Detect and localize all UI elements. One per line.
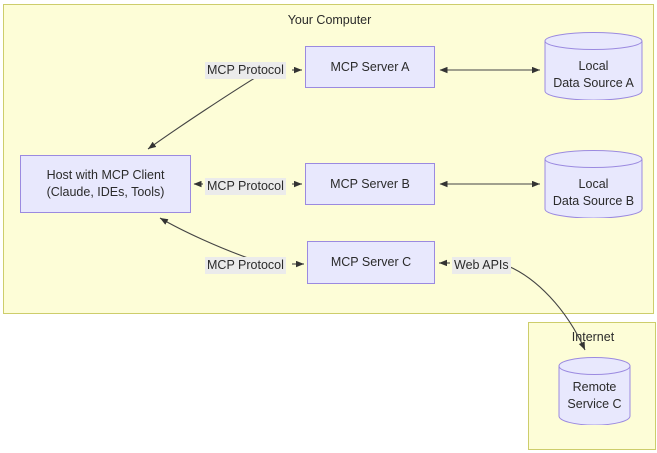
node-mcp-server-a[interactable]: MCP Server A xyxy=(305,46,435,88)
node-local-data-source-a-label: Local Data Source A xyxy=(544,58,643,92)
boundary-internet-label: Internet xyxy=(571,330,615,344)
edge-label-mcp-protocol-b: MCP Protocol xyxy=(205,178,286,195)
cylinder-shape-icon xyxy=(558,357,631,425)
node-local-data-source-b[interactable]: Local Data Source B xyxy=(544,150,643,218)
node-local-data-source-b-line1: Local xyxy=(578,177,609,191)
node-mcp-server-c-label: MCP Server C xyxy=(330,255,412,269)
node-mcp-server-b-label: MCP Server B xyxy=(330,176,410,191)
edge-label-mcp-protocol-c: MCP Protocol xyxy=(205,257,286,274)
edge-label-web-apis: Web APIs xyxy=(452,257,511,274)
node-remote-service-c-label: Remote Service C xyxy=(558,379,631,413)
cylinder-shape-icon xyxy=(544,150,643,218)
node-mcp-server-b[interactable]: MCP Server B xyxy=(305,163,435,205)
node-mcp-server-a-label: MCP Server A xyxy=(330,59,410,74)
node-local-data-source-a-line2: Data Source A xyxy=(553,76,634,90)
node-local-data-source-a-line1: Local xyxy=(578,59,609,73)
node-host-line1: Host with MCP Client xyxy=(46,168,165,182)
node-local-data-source-b-line2: Data Source B xyxy=(552,194,635,208)
node-host-line2: (Claude, IDEs, Tools) xyxy=(46,185,165,199)
node-remote-service-c-line1: Remote xyxy=(572,380,617,394)
boundary-your-computer-label: Your Computer xyxy=(287,13,372,27)
cylinder-shape-icon xyxy=(544,32,643,100)
node-remote-service-c[interactable]: Remote Service C xyxy=(558,357,631,425)
node-local-data-source-a[interactable]: Local Data Source A xyxy=(544,32,643,100)
node-host-with-mcp-client[interactable]: Host with MCP Client (Claude, IDEs, Tool… xyxy=(20,155,191,213)
node-remote-service-c-line2: Service C xyxy=(567,397,622,411)
node-mcp-server-c[interactable]: MCP Server C xyxy=(307,241,435,284)
node-local-data-source-b-label: Local Data Source B xyxy=(544,176,643,210)
edge-label-mcp-protocol-a: MCP Protocol xyxy=(205,62,286,79)
